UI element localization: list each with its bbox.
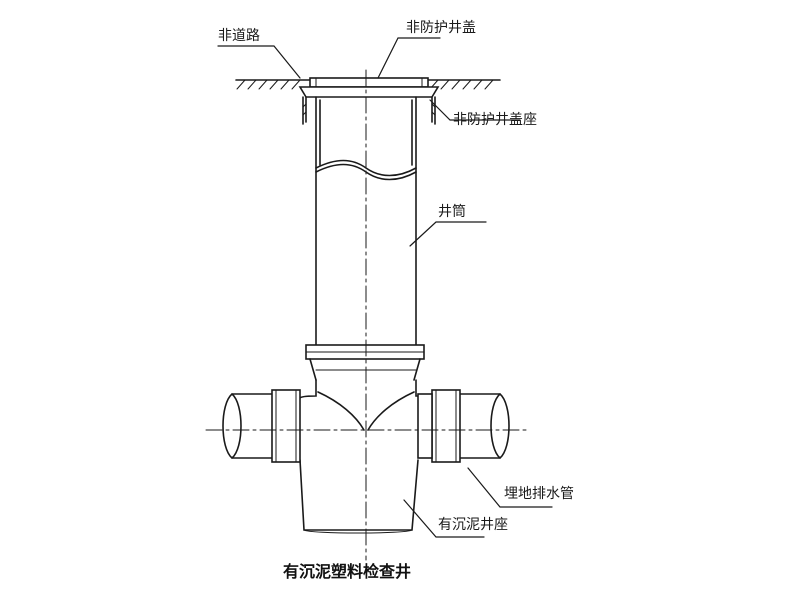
well-cover [309, 77, 429, 88]
label-cover-seat: 非防护井盖座 [453, 112, 537, 128]
label-shaft: 井筒 [438, 204, 466, 220]
right-drain-pipe [417, 389, 510, 463]
well-shaft [305, 96, 425, 381]
center-lines [205, 69, 529, 561]
leader-lines [217, 37, 553, 538]
label-sump-base: 有沉泥井座 [438, 517, 508, 533]
cover-seat [298, 86, 440, 125]
label-drain-pipe: 埋地排水管 [504, 486, 574, 502]
diagram-caption: 有沉泥塑料检查井 [283, 562, 412, 581]
label-non-road: 非道路 [218, 28, 260, 44]
label-cover: 非防护井盖 [406, 20, 476, 36]
left-drain-pipe [222, 389, 301, 463]
